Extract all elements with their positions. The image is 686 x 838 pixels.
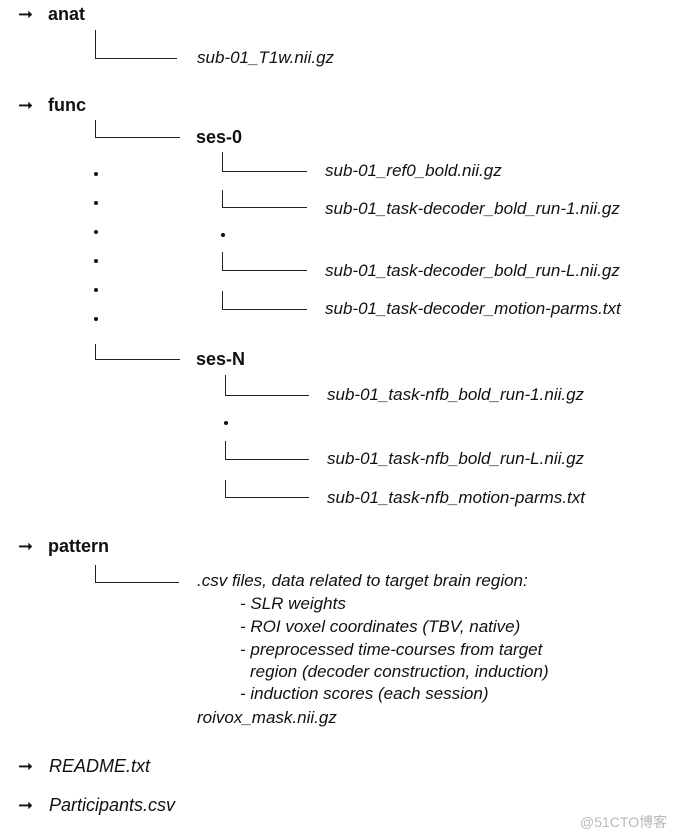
file-ses0-decoder-runL: sub-01_task-decoder_bold_run-L.nii.gz [325, 261, 620, 280]
func-arrow-icon: ➞ [18, 95, 34, 115]
connector [95, 120, 96, 138]
ellipsis-dot [94, 230, 98, 234]
ellipsis-dot [94, 201, 98, 205]
connector [222, 207, 307, 208]
file-sesN-nfb-run1: sub-01_task-nfb_bold_run-1.nii.gz [327, 385, 585, 404]
file-roivox-mask: roivox_mask.nii.gz [197, 708, 337, 727]
file-ses0-decoder-motion: sub-01_task-decoder_motion-parms.txt [325, 299, 621, 318]
file-ses0-ref0-bold: sub-01_ref0_bold.nii.gz [325, 161, 502, 180]
file-anat-t1w: sub-01_T1w.nii.gz [197, 48, 335, 67]
pattern-item-timecourses-cont: region (decoder construction, induction) [250, 662, 549, 681]
connector [225, 459, 309, 460]
pattern-description: .csv files, data related to target brain… [197, 571, 528, 590]
connector [225, 441, 226, 460]
connector [225, 480, 226, 498]
connector [222, 190, 223, 208]
pattern-item-roi: - ROI voxel coordinates (TBV, native) [240, 617, 521, 636]
file-sesN-nfb-motion: sub-01_task-nfb_motion-parms.txt [327, 488, 585, 507]
connector [222, 291, 223, 310]
pattern-arrow-icon: ➞ [18, 536, 34, 556]
pattern-item-timecourses: - preprocessed time-courses from target [240, 640, 543, 659]
connector [222, 270, 307, 271]
connector [222, 152, 223, 172]
anat-arrow-icon: ➞ [18, 4, 34, 24]
connector [95, 30, 96, 59]
participants-arrow-icon: ➞ [18, 795, 34, 815]
file-readme: README.txt [49, 756, 151, 776]
connector [225, 497, 309, 498]
file-ses0-decoder-run1: sub-01_task-decoder_bold_run-1.nii.gz [325, 199, 620, 218]
folder-anat: anat [48, 4, 86, 24]
connector [222, 252, 223, 271]
file-sesN-nfb-runL: sub-01_task-nfb_bold_run-L.nii.gz [327, 449, 585, 468]
folder-ses-0: ses-0 [196, 127, 243, 147]
pattern-item-induction: - induction scores (each session) [240, 684, 489, 703]
connector [95, 565, 96, 583]
connector [225, 395, 309, 396]
ellipsis-dot [224, 421, 228, 425]
connector [95, 582, 179, 583]
connector [95, 359, 180, 360]
connector [222, 309, 307, 310]
folder-ses-N: ses-N [196, 349, 246, 369]
ellipsis-dot [94, 317, 98, 321]
ellipsis-dot [94, 259, 98, 263]
connector [222, 171, 307, 172]
connector [95, 344, 96, 360]
connector [225, 375, 226, 396]
ellipsis-dot [94, 172, 98, 176]
file-participants: Participants.csv [49, 795, 176, 815]
watermark: @51CTO博客 [580, 814, 668, 830]
ellipsis-dot [94, 288, 98, 292]
connector [95, 137, 180, 138]
pattern-item-slr: - SLR weights [240, 594, 346, 613]
readme-arrow-icon: ➞ [18, 756, 34, 776]
folder-func: func [48, 95, 86, 115]
ellipsis-dot [221, 233, 225, 237]
folder-pattern: pattern [48, 536, 110, 556]
connector [95, 58, 177, 59]
